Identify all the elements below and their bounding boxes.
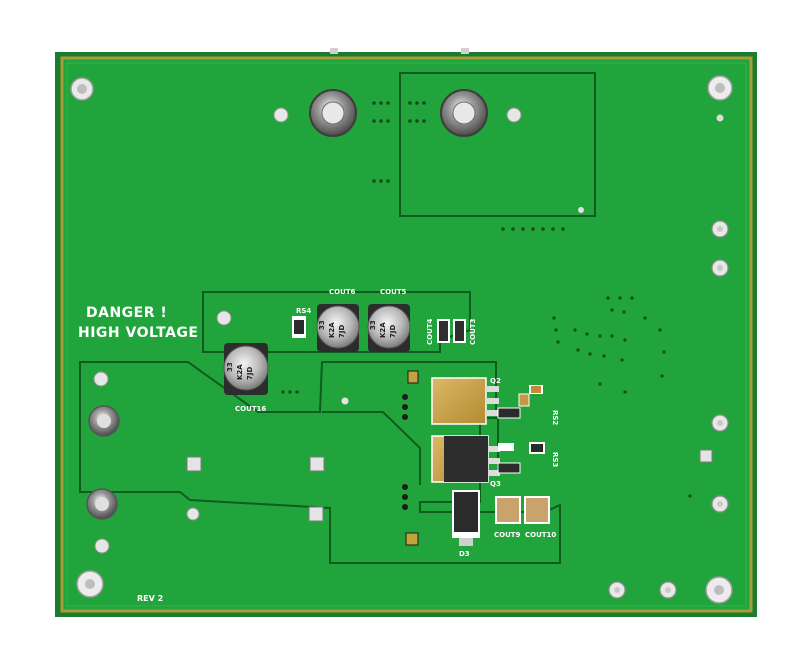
label-rs2: RS2: [551, 410, 559, 425]
label-rs4: RS4: [296, 307, 311, 315]
mounting-hole-top-left: [70, 77, 94, 101]
cap-marking: 7JD: [246, 367, 254, 380]
capacitor-cout3: [453, 319, 466, 343]
mounting-hole-bottom-right: [705, 576, 733, 604]
label-cout5: COUT5: [380, 288, 407, 296]
label-cout4: COUT4: [426, 318, 434, 345]
terminal-left-upper: [88, 405, 120, 437]
resistor-rs4: [292, 316, 306, 338]
mounting-hole-bottom-left: [76, 570, 104, 598]
terminal-left-lower: [86, 488, 118, 520]
label-q3: Q3: [490, 480, 501, 488]
label-d3: D3: [459, 550, 470, 558]
capacitor-cout9: [495, 496, 521, 524]
capacitor-cout10: [524, 496, 550, 524]
mosfet-q2: [431, 377, 499, 425]
label-cout3: COUT3: [469, 318, 477, 345]
label-cout16: COUT16: [235, 405, 266, 413]
label-cout9: COUT9: [494, 531, 521, 539]
board-inner-edge: [66, 62, 747, 607]
terminal-nut-left: [309, 89, 357, 137]
cap-marking: K2A: [379, 322, 387, 338]
capacitor-cout5: 33 K2A 7JD: [367, 304, 411, 352]
cap-marking: 7JD: [338, 325, 346, 338]
mounting-hole-top-right: [707, 75, 733, 122]
cap-marking: K2A: [236, 364, 244, 380]
diode-d3: [452, 490, 480, 546]
label-rs3: RS3: [551, 452, 559, 467]
via-rows: [281, 101, 692, 498]
danger-label: DANGER !: [86, 305, 167, 321]
cap-marking: 33: [318, 320, 326, 330]
mosfet-q3: [431, 435, 500, 483]
cap-marking: 33: [226, 362, 234, 372]
capacitor-cout4: [437, 319, 450, 343]
cap-marking: 7JD: [389, 325, 397, 338]
high-voltage-label: HIGH VOLTAGE: [78, 325, 198, 341]
cap-marking: K2A: [328, 322, 336, 338]
revision-label: REV 2: [137, 594, 163, 603]
cap-marking: 33: [369, 320, 377, 330]
capacitor-cout16: 33 K2A 7JD: [223, 343, 269, 395]
label-cout10: COUT10: [525, 531, 556, 539]
label-q2: Q2: [490, 377, 501, 385]
capacitor-cout6: 33 K2A 7JD: [316, 304, 360, 352]
terminal-nut-right: [440, 89, 488, 137]
label-cout6: COUT6: [329, 288, 356, 296]
